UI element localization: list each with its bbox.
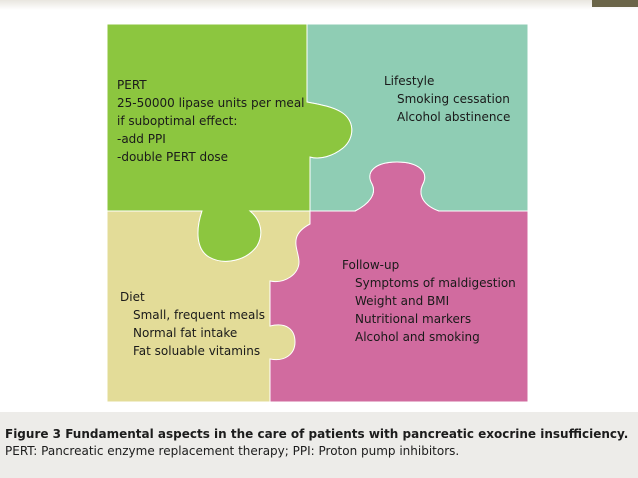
pert-text: PERT 25-50000 lipase units per meal if s… [117,76,305,166]
followup-text: Follow-up Symptoms of maldigestion Weigh… [342,256,516,346]
lifestyle-text: Lifestyle Smoking cessation Alcohol abst… [384,72,510,126]
caption-title: Figure 3 Fundamental aspects in the care… [5,427,629,441]
diet-item: Fat soluable vitamins [133,344,261,358]
corner-decoration [592,0,638,7]
pert-line: -add PPI [117,132,166,146]
diet-item: Normal fat intake [133,326,238,340]
pert-line: -double PERT dose [117,150,229,164]
figure-caption: Figure 3 Fundamental aspects in the care… [0,412,638,478]
lifestyle-heading: Lifestyle [384,74,435,88]
pert-line: if suboptimal effect: [117,114,238,128]
followup-item: Weight and BMI [355,294,450,308]
pert-line: 25-50000 lipase units per meal [117,96,305,110]
diet-heading: Diet [120,290,145,304]
followup-heading: Follow-up [342,258,400,272]
top-border [0,0,638,10]
lifestyle-item: Smoking cessation [397,92,510,106]
followup-item: Alcohol and smoking [355,330,480,344]
lifestyle-item: Alcohol abstinence [397,110,511,124]
diet-text: Diet Small, frequent meals Normal fat in… [120,288,265,360]
pert-line: PERT [117,78,147,92]
pert-piece [107,24,353,262]
followup-item: Nutritional markers [355,312,472,326]
puzzle-graphic [107,24,528,402]
caption-text: PERT: Pancreatic enzyme replacement ther… [5,444,460,458]
puzzle-diagram: PERT 25-50000 lipase units per meal if s… [107,24,528,402]
followup-item: Symptoms of maldigestion [355,276,516,290]
diet-item: Small, frequent meals [133,308,265,322]
